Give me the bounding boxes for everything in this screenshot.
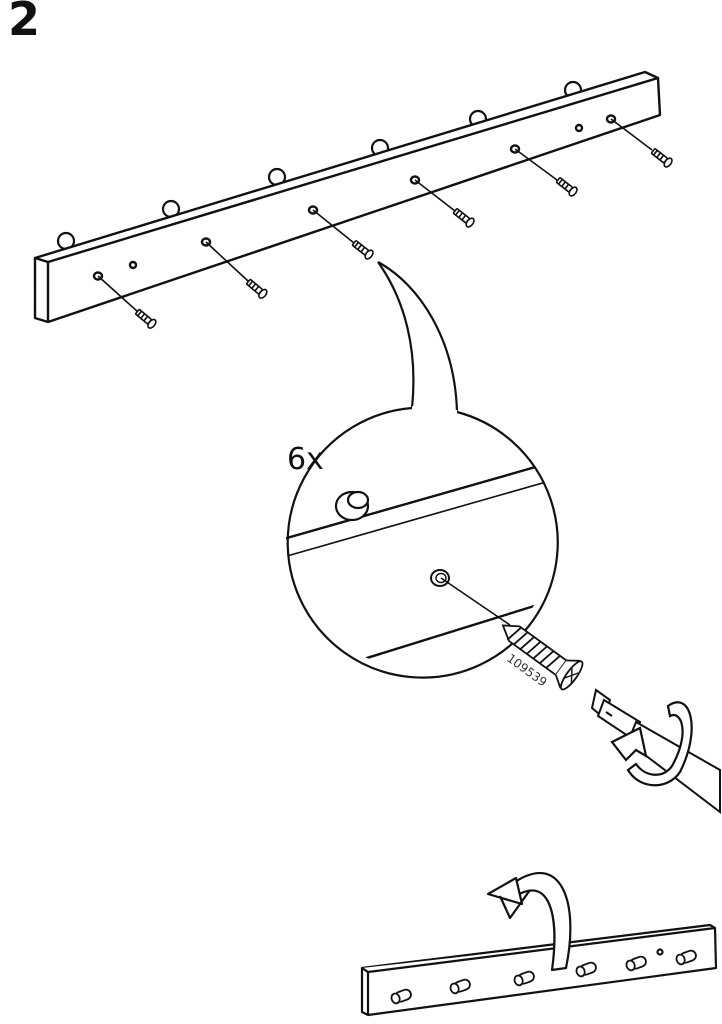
screw-guides (97, 118, 653, 313)
screwdriver-icon (590, 688, 721, 815)
zoom-detail (286, 458, 554, 669)
flipped-rail (360, 923, 718, 1017)
screw-icon (501, 624, 584, 691)
step-number: 2 (8, 0, 41, 46)
rail-pegs (390, 949, 697, 1005)
quantity-label: 6x (287, 442, 324, 477)
screw-icon (135, 148, 673, 329)
flip-arrow-icon (486, 871, 572, 972)
peg-detail (334, 490, 370, 522)
coat-rack-rail (33, 70, 662, 324)
rotate-arrow-icon (610, 701, 693, 787)
zoom-callout (286, 261, 559, 679)
